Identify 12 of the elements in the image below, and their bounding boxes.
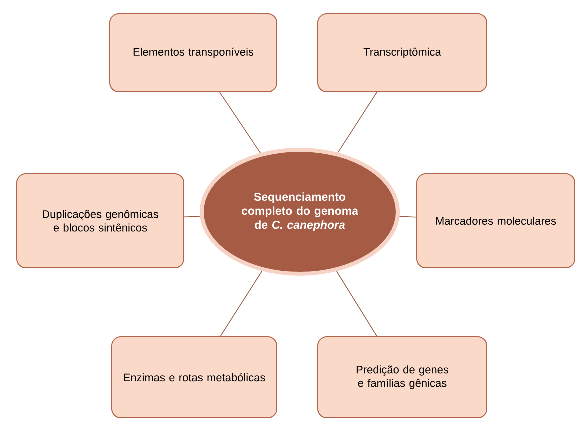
connector-line: [184, 216, 201, 218]
topic-box: Enzimas e rotas metabólicas: [112, 336, 278, 418]
topic-box: Transcriptômica: [318, 14, 488, 92]
topic-box: Duplicações genômicas e blocos sintênicos: [16, 174, 184, 268]
connector-line: [399, 216, 417, 218]
topic-box: Marcadores moleculares: [416, 174, 576, 268]
topic-box: Elementos transponíveis: [110, 14, 278, 92]
connector-line: [220, 92, 261, 154]
connector-line: [338, 92, 378, 154]
connector-line: [336, 271, 378, 337]
connector-line: [220, 270, 263, 337]
topic-box: Predição de genes e famílias gênicas: [318, 336, 488, 418]
